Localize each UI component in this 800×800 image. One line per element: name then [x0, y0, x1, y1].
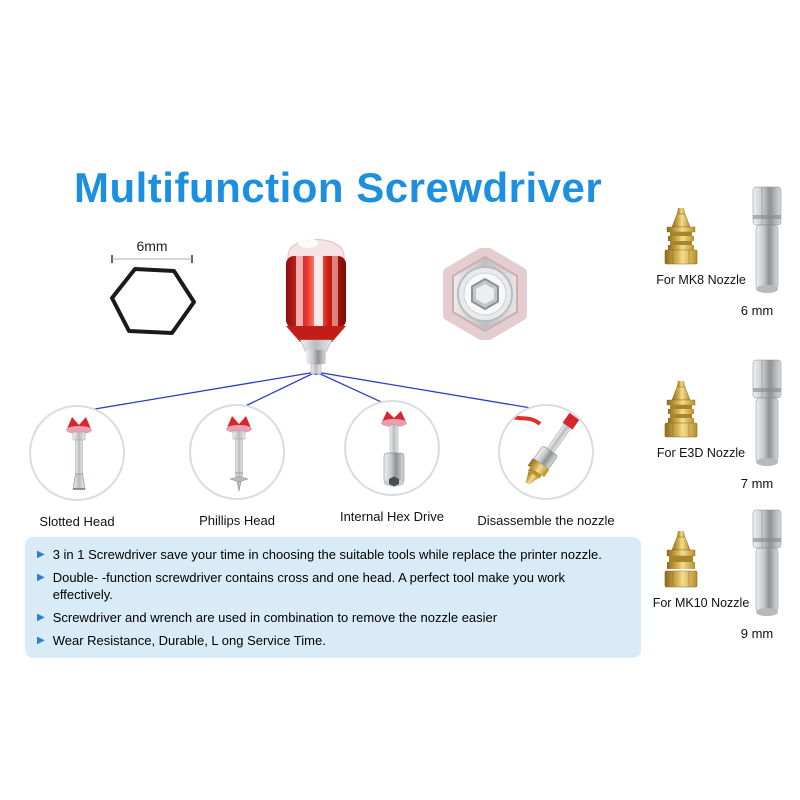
hex-size-diagram: 6mm: [106, 238, 198, 338]
feature-item: ▶ Screwdriver and wrench are used in com…: [37, 610, 627, 626]
bullet-icon: ▶: [37, 549, 45, 560]
feature-text: Screwdriver and wrench are used in combi…: [52, 609, 498, 625]
hexagon-outline-icon: [110, 267, 196, 335]
feature-text: Double- -function screwdriver contains c…: [52, 570, 566, 602]
callout-disassemble-nozzle: Disassemble the nozzle: [476, 404, 616, 528]
dimension-line: [111, 255, 193, 263]
feature-item: ▶ Double- -function screwdriver contains…: [37, 570, 627, 603]
mk8-nozzle-icon: [664, 208, 698, 265]
nozzle-kit-label: For MK8 Nozzle: [656, 273, 746, 287]
bullet-icon: ▶: [37, 611, 45, 623]
hex-driver-bit-icon: [752, 359, 782, 466]
nozzle-disassembly-icon: [504, 412, 580, 485]
page-title: Multifunction Screwdriver: [74, 164, 603, 211]
e3d-nozzle-icon: [664, 381, 698, 438]
callout-circle: [189, 404, 285, 500]
callout-slotted-head: Slotted Head: [7, 405, 147, 529]
screwdriver-image: [270, 226, 362, 376]
feature-item: ▶ 3 in 1 Screwdriver save your time in c…: [37, 547, 627, 563]
callout-label: Slotted Head: [39, 514, 115, 529]
nozzle-kit-size: 9 mm: [740, 626, 774, 641]
bullet-icon: ▶: [37, 635, 45, 646]
features-box: ▶ 3 in 1 Screwdriver save your time in c…: [25, 537, 641, 659]
callout-circle: [29, 405, 125, 501]
callout-internal-hex-drive: Internal Hex Drive: [322, 400, 462, 524]
callout-phillips-head: Phillips Head: [167, 404, 307, 528]
hex-wrench-top-image: [437, 246, 533, 342]
nozzle-kit-mk8: For MK8 Nozzle 6 mm: [645, 185, 795, 325]
nozzle-kit-label: For E3D Nozzle: [656, 446, 746, 460]
feature-text: 3 in 1 Screwdriver save your time in cho…: [52, 547, 602, 562]
hex-driver-bit-icon: [752, 186, 782, 293]
callout-label: Phillips Head: [199, 513, 275, 528]
nozzle-kit-size: 6 mm: [740, 303, 774, 318]
nozzle-kit-size: 7 mm: [740, 476, 774, 491]
nozzle-kit-label: For MK10 Nozzle: [652, 596, 750, 610]
bullet-icon: ▶: [37, 572, 45, 584]
slotted-tip-icon: [66, 417, 92, 490]
nozzle-kit-e3d: For E3D Nozzle 7 mm: [645, 358, 795, 498]
nozzle-kit-mk10: For MK10 Nozzle 9 mm: [645, 508, 795, 648]
callout-label: Internal Hex Drive: [339, 509, 445, 524]
callout-circle: [498, 404, 594, 500]
feature-text: Wear Resistance, Durable, L ong Service …: [52, 633, 326, 648]
feature-item: ▶ Wear Resistance, Durable, L ong Servic…: [37, 633, 627, 649]
hex-drive-tip-icon: [381, 411, 407, 487]
callout-circle: [344, 400, 440, 496]
hex-size-label: 6mm: [136, 238, 168, 254]
mk10-nozzle-icon: [664, 531, 698, 588]
hex-driver-bit-icon: [752, 509, 782, 616]
phillips-tip-icon: [226, 416, 252, 492]
callout-label: Disassemble the nozzle: [477, 513, 615, 528]
